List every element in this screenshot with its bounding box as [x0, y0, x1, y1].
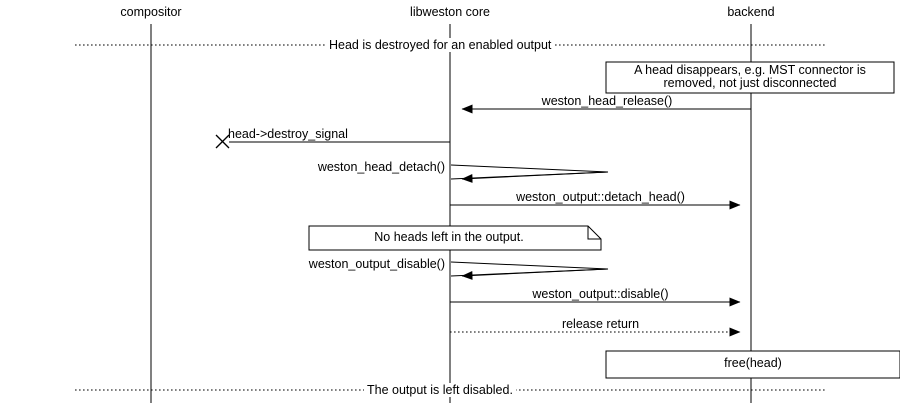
message-weston-head-detach-loop — [450, 164, 609, 183]
message-weston-output-disable-loop — [450, 261, 609, 280]
message-weston-head-release-text: weston_head_release() — [541, 94, 673, 108]
message-head-destroy-signal-arrow — [215, 134, 450, 149]
message-head-destroy-signal-label: head->destroy_signal — [228, 127, 348, 141]
message-weston-output-detach-head-text: weston_output::detach_head() — [516, 190, 685, 204]
message-release-return-label: release return — [450, 317, 751, 331]
participant-compositor[interactable]: compositor — [91, 5, 211, 19]
message-release-return-text: release return — [561, 317, 640, 331]
divider-top-label: Head is destroyed for an enabled output — [326, 38, 555, 52]
divider-bottom-text: The output is left disabled. — [367, 383, 513, 397]
note-no-heads-line-1: No heads left in the output. — [374, 230, 524, 244]
participant-libweston-core-label: libweston core — [410, 5, 490, 19]
message-weston-head-release-label: weston_head_release() — [462, 94, 752, 108]
divider-top-text: Head is destroyed for an enabled output — [329, 38, 552, 52]
participant-libweston-core[interactable]: libweston core — [385, 5, 515, 19]
note-free-head-line-1: free(head) — [724, 356, 782, 370]
note-mst-line-1: A head disappears, e.g. MST connector is — [634, 63, 866, 77]
message-weston-output-disable-label: weston_output_disable() — [285, 257, 445, 271]
message-weston-head-detach-label: weston_head_detach() — [295, 160, 445, 174]
note-mst-line-2: removed, not just disconnected — [663, 76, 837, 90]
note-free-head-text: free(head) — [607, 357, 899, 370]
participant-backend[interactable]: backend — [696, 5, 806, 19]
participant-compositor-label: compositor — [120, 5, 182, 19]
message-weston-output-detach-head-label: weston_output::detach_head() — [450, 190, 751, 204]
note-no-heads-text: No heads left in the output. — [310, 231, 588, 244]
message-weston-output-disable-backend-label: weston_output::disable() — [450, 287, 751, 301]
message-head-destroy-signal-text: head->destroy_signal — [228, 127, 348, 141]
divider-bottom-label: The output is left disabled. — [364, 383, 516, 397]
participant-backend-label: backend — [727, 5, 775, 19]
message-weston-output-disable-text: weston_output_disable() — [308, 257, 445, 271]
message-weston-head-detach-text: weston_head_detach() — [317, 160, 445, 174]
note-mst-box — [605, 61, 895, 94]
note-mst-text: A head disappears, e.g. MST connector is… — [607, 64, 893, 90]
message-weston-output-disable-backend-text: weston_output::disable() — [532, 287, 669, 301]
note-no-heads-box — [308, 225, 602, 251]
note-free-head-box — [605, 350, 900, 379]
